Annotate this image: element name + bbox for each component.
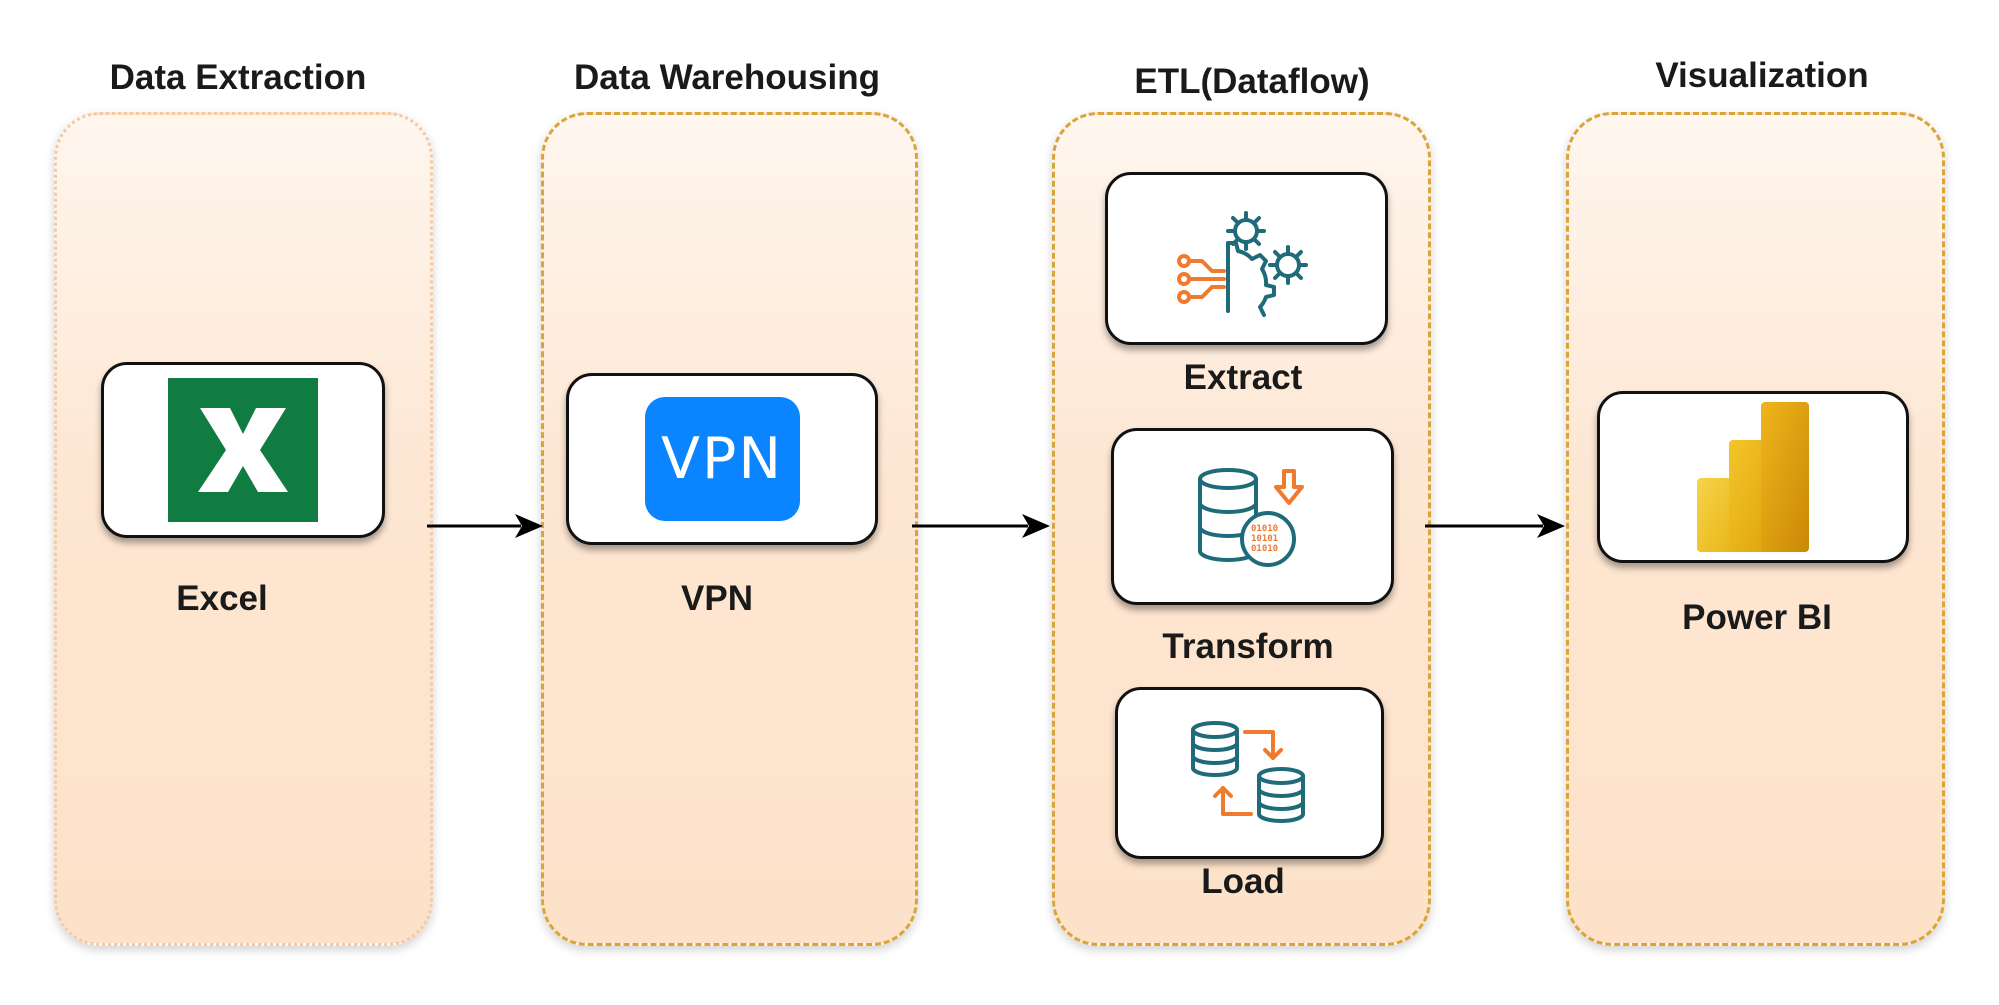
arrow-warehousing-to-etl: [912, 514, 1050, 538]
transform-card[interactable]: 01010 10101 01010: [1111, 428, 1394, 605]
column-title-etl: ETL(Dataflow): [1134, 62, 1370, 101]
column-title-data-warehousing: Data Warehousing: [574, 58, 880, 97]
excel-icon: [168, 378, 318, 522]
load-card[interactable]: [1115, 687, 1384, 859]
transform-label: Transform: [1162, 627, 1334, 666]
database-sync-icon: [1190, 721, 1305, 823]
database-binary-icon: 01010 10101 01010: [1197, 467, 1304, 567]
svg-text:01010: 01010: [1251, 544, 1278, 554]
excel-label: Excel: [176, 579, 268, 618]
svg-text:01010: 01010: [1251, 524, 1278, 534]
powerbi-card[interactable]: [1597, 391, 1909, 563]
powerbi-label: Power BI: [1682, 598, 1832, 637]
vpn-label: VPN: [681, 579, 753, 618]
powerbi-icon: [1697, 402, 1809, 552]
column-title-visualization: Visualization: [1655, 56, 1869, 95]
vpn-badge-text: VPN: [660, 426, 783, 492]
column-title-data-extraction: Data Extraction: [109, 58, 367, 97]
arrow-extraction-to-warehousing: [427, 514, 543, 538]
gears-icon: [1176, 210, 1308, 317]
extract-label: Extract: [1183, 358, 1303, 397]
excel-card[interactable]: [101, 362, 385, 538]
vpn-icon: VPN: [644, 397, 800, 521]
extract-card[interactable]: [1105, 172, 1388, 345]
arrow-etl-to-visualization: [1425, 514, 1565, 538]
svg-text:10101: 10101: [1251, 534, 1278, 544]
load-label: Load: [1201, 862, 1285, 901]
vpn-card[interactable]: VPN: [566, 373, 878, 545]
